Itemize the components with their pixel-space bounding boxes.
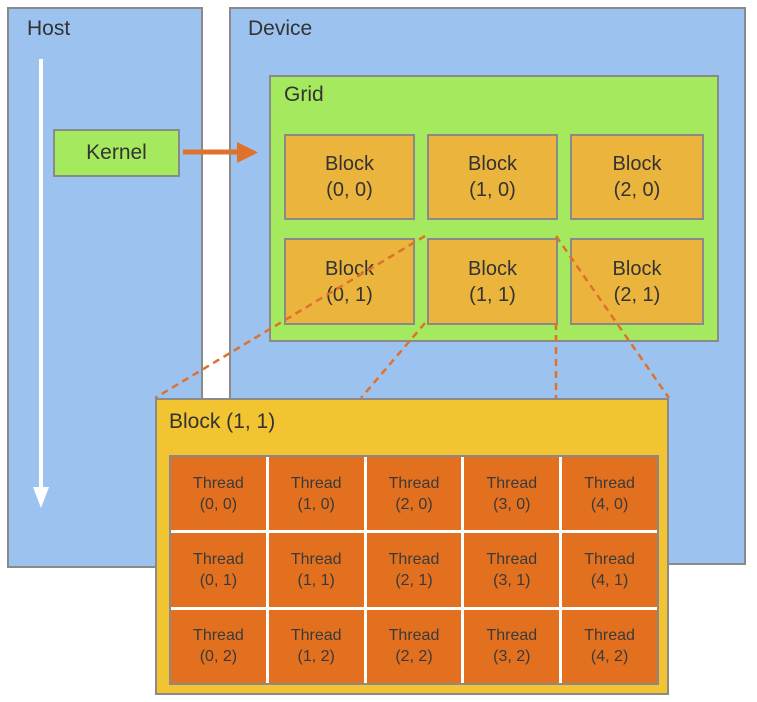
thread-coord: (3, 0) <box>493 495 531 513</box>
thread-coord: (2, 0) <box>395 495 433 513</box>
thread-label: Thread <box>193 474 244 492</box>
thread-coord: (4, 2) <box>590 648 629 666</box>
thread-label: Thread <box>584 474 635 492</box>
expanded-block-panel: Block (1, 1) Thread(0, 0)Thread(1, 0)Thr… <box>155 398 669 695</box>
thread-label: Thread <box>290 550 342 568</box>
block-label: Block <box>612 153 662 175</box>
thread-label: Thread <box>290 474 342 492</box>
thread-label: Thread <box>388 550 440 568</box>
thread-label: Thread <box>486 627 538 645</box>
thread-3-0: Thread (3, 0) <box>464 457 560 531</box>
thread-coord: (1, 2) <box>297 648 335 666</box>
thread-coord: (0, 2) <box>199 648 238 666</box>
host-title: Host <box>27 17 71 40</box>
thread-coord: (2, 1) <box>395 571 433 589</box>
thread-label: Thread <box>486 550 538 568</box>
block-coord: (1, 0) <box>469 179 516 201</box>
thread-label: Thread <box>290 627 342 645</box>
block-1-0: Block (1, 0) <box>427 134 558 220</box>
thread-3-2: Thread (3, 2) <box>464 609 560 683</box>
thread-0-2: Thread (0, 2) <box>171 609 266 683</box>
thread-label: Thread <box>193 550 244 568</box>
expanded-block-title: Block (1, 1) <box>169 410 276 433</box>
thread-0-1: Thread (0, 1) <box>171 533 266 607</box>
kernel-label: Kernel <box>86 141 147 164</box>
block-2-0: Block (2, 0) <box>570 134 704 220</box>
thread-1-1: Thread (1, 1) <box>268 533 364 607</box>
thread-coord: (0, 1) <box>199 571 238 589</box>
thread-coord: (4, 1) <box>590 571 629 589</box>
thread-coord: (2, 2) <box>395 648 433 666</box>
thread-label: Thread <box>388 474 440 492</box>
block-coord: (0, 0) <box>326 179 373 201</box>
threads-grid: Thread(0, 0)Thread(1, 0)Thread(2, 0)Thre… <box>169 455 659 685</box>
block-label: Block <box>468 153 517 175</box>
block-0-0: Block (0, 0) <box>284 134 415 220</box>
thread-2-2: Thread (2, 2) <box>366 609 462 683</box>
thread-label: Thread <box>388 627 440 645</box>
thread-coord: (4, 0) <box>590 495 629 513</box>
thread-4-0: Thread (4, 0) <box>562 457 657 531</box>
thread-coord: (3, 1) <box>493 571 531 589</box>
thread-3-1: Thread (3, 1) <box>464 533 560 607</box>
thread-4-2: Thread (4, 2) <box>562 609 657 683</box>
block-coord: (2, 0) <box>613 179 661 201</box>
thread-label: Thread <box>193 627 244 645</box>
block-coord: (1, 1) <box>469 283 516 306</box>
block-label: Block <box>612 257 662 280</box>
thread-coord: (0, 0) <box>199 495 238 513</box>
thread-1-0: Thread (1, 0) <box>268 457 364 531</box>
thread-coord: (3, 2) <box>493 648 531 666</box>
block-coord: (2, 1) <box>613 283 661 306</box>
thread-0-0: Thread (0, 0) <box>171 457 266 531</box>
thread-coord: (1, 0) <box>297 495 335 513</box>
block-2-1: Block (2, 1) <box>570 238 704 325</box>
thread-label: Thread <box>486 474 538 492</box>
thread-2-0: Thread (2, 0) <box>366 457 462 531</box>
thread-1-2: Thread (1, 2) <box>268 609 364 683</box>
block-coord: (0, 1) <box>326 283 373 306</box>
block-1-1: Block (1, 1) <box>427 238 558 325</box>
block-0-1: Block (0, 1) <box>284 238 415 325</box>
thread-2-1: Thread (2, 1) <box>366 533 462 607</box>
thread-label: Thread <box>584 627 635 645</box>
block-label: Block <box>325 257 374 280</box>
thread-label: Thread <box>584 550 635 568</box>
kernel-box: Kernel <box>53 129 180 177</box>
block-label: Block <box>325 153 374 175</box>
thread-coord: (1, 1) <box>297 571 335 589</box>
block-label: Block <box>468 257 517 280</box>
device-title: Device <box>248 17 313 40</box>
thread-4-1: Thread (4, 1) <box>562 533 657 607</box>
grid-blocks: Block (0, 0) Block (1, 0) Block (2, 0) Block (0… <box>284 134 704 325</box>
grid-title: Grid <box>284 83 324 106</box>
grid-container: Grid Block(0, 0)Block(1, 0)Block(2, 0)Bl… <box>269 75 719 342</box>
